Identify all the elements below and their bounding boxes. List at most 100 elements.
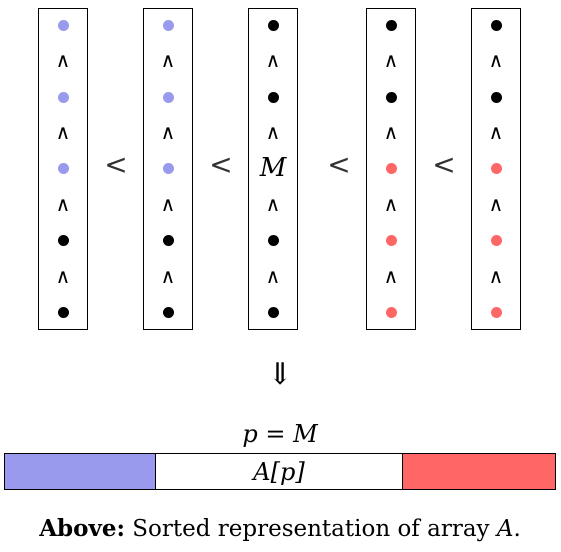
element-dot-black	[385, 91, 397, 103]
element-dot-black	[490, 19, 502, 31]
comparison-symbol: ∧	[367, 192, 415, 216]
comparison-symbol: ∧	[39, 192, 87, 216]
element-dot-cell	[144, 13, 192, 37]
caption-text: Sorted representation of array	[124, 516, 497, 542]
element-dot-cell	[367, 300, 415, 324]
element-dot-cell	[144, 300, 192, 324]
element-dot-black	[162, 306, 174, 318]
less-than-4: <	[432, 148, 456, 181]
comparison-symbol: ∧	[144, 48, 192, 72]
element-dot-red	[490, 234, 502, 246]
comparison-symbol-text: ∧	[488, 120, 504, 144]
element-dot-cell	[472, 85, 520, 109]
element-dot-cell	[367, 85, 415, 109]
comparison-symbol-text: ∧	[55, 120, 71, 144]
implies-arrow: ⇓	[267, 357, 293, 392]
less-than-3: <	[327, 148, 351, 181]
less-than-2: <	[209, 148, 233, 181]
element-dot-black	[57, 306, 69, 318]
comparison-symbol-text: ∧	[160, 192, 176, 216]
element-dot-cell	[39, 156, 87, 180]
comparison-symbol: ∧	[144, 192, 192, 216]
element-dot-cell	[144, 228, 192, 252]
caption: Above: Sorted representation of array A.	[39, 517, 521, 541]
comparison-symbol-text: ∧	[383, 48, 399, 72]
array-left-segment	[5, 454, 156, 489]
element-dot-red	[385, 306, 397, 318]
comparison-symbol-text: ∧	[160, 264, 176, 288]
comparison-symbol-text: ∧	[383, 264, 399, 288]
element-dot-black	[267, 306, 279, 318]
element-dot-red	[385, 234, 397, 246]
comparison-symbol: ∧	[144, 120, 192, 144]
comparison-symbol: ∧	[472, 48, 520, 72]
element-dot-black	[57, 234, 69, 246]
element-dot-cell	[144, 85, 192, 109]
comparison-symbol-text: ∧	[160, 120, 176, 144]
comparison-symbol-text: ∧	[265, 192, 281, 216]
element-dot-cell	[249, 228, 297, 252]
element-dot-red	[385, 162, 397, 174]
element-dot-blue	[57, 19, 69, 31]
comparison-symbol-text: ∧	[265, 48, 281, 72]
element-dot-cell	[472, 228, 520, 252]
comparison-symbol: ∧	[39, 120, 87, 144]
comparison-symbol-text: ∧	[55, 192, 71, 216]
comparison-symbol-text: ∧	[488, 48, 504, 72]
element-dot-blue	[162, 162, 174, 174]
element-dot-red	[490, 306, 502, 318]
comparison-symbol: ∧	[249, 120, 297, 144]
element-dot-cell	[367, 156, 415, 180]
column-3: ∧ ∧ M ∧ ∧	[248, 8, 298, 330]
column-5: ∧ ∧ ∧ ∧	[471, 8, 521, 330]
element-dot-blue	[57, 162, 69, 174]
comparison-symbol: ∧	[367, 120, 415, 144]
array-bar: A[p]	[4, 453, 556, 490]
caption-end: .	[513, 516, 521, 542]
element-dot-black	[267, 234, 279, 246]
element-dot-black	[162, 234, 174, 246]
comparison-symbol-text: ∧	[265, 264, 281, 288]
element-dot-black	[490, 91, 502, 103]
comparison-symbol: ∧	[249, 264, 297, 288]
element-dot-cell	[144, 156, 192, 180]
element-dot-cell	[249, 13, 297, 37]
comparison-symbol-text: ∧	[383, 120, 399, 144]
array-right-segment	[403, 454, 555, 489]
less-than-1: <	[104, 148, 128, 181]
element-dot-cell	[472, 300, 520, 324]
median-label: M	[249, 153, 297, 183]
comparison-symbol-text: ∧	[488, 192, 504, 216]
comparison-symbol-text: ∧	[55, 264, 71, 288]
array-pivot-label: A[p]	[253, 457, 305, 486]
element-dot-cell	[249, 85, 297, 109]
array-pivot-segment: A[p]	[156, 454, 403, 489]
element-dot-blue	[57, 91, 69, 103]
comparison-symbol: ∧	[367, 48, 415, 72]
column-4: ∧ ∧ ∧ ∧	[366, 8, 416, 330]
median-label-text: M	[259, 153, 287, 183]
comparison-symbol-text: ∧	[55, 48, 71, 72]
element-dot-cell	[367, 13, 415, 37]
comparison-symbol-text: ∧	[265, 120, 281, 144]
comparison-symbol: ∧	[39, 48, 87, 72]
element-dot-cell	[472, 156, 520, 180]
column-1: ∧ ∧ ∧ ∧	[38, 8, 88, 330]
element-dot-cell	[472, 13, 520, 37]
element-dot-red	[490, 162, 502, 174]
caption-var: A	[496, 516, 514, 542]
element-dot-black	[267, 19, 279, 31]
comparison-symbol: ∧	[472, 192, 520, 216]
element-dot-black	[385, 19, 397, 31]
comparison-symbol-text: ∧	[383, 192, 399, 216]
pivot-equation: p = M	[242, 420, 318, 448]
comparison-symbol-text: ∧	[160, 48, 176, 72]
caption-bold: Above:	[39, 515, 125, 542]
element-dot-cell	[39, 85, 87, 109]
comparison-symbol: ∧	[39, 264, 87, 288]
comparison-symbol: ∧	[472, 264, 520, 288]
comparison-symbol-text: ∧	[488, 264, 504, 288]
element-dot-cell	[39, 300, 87, 324]
element-dot-cell	[39, 228, 87, 252]
column-2: ∧ ∧ ∧ ∧	[143, 8, 193, 330]
